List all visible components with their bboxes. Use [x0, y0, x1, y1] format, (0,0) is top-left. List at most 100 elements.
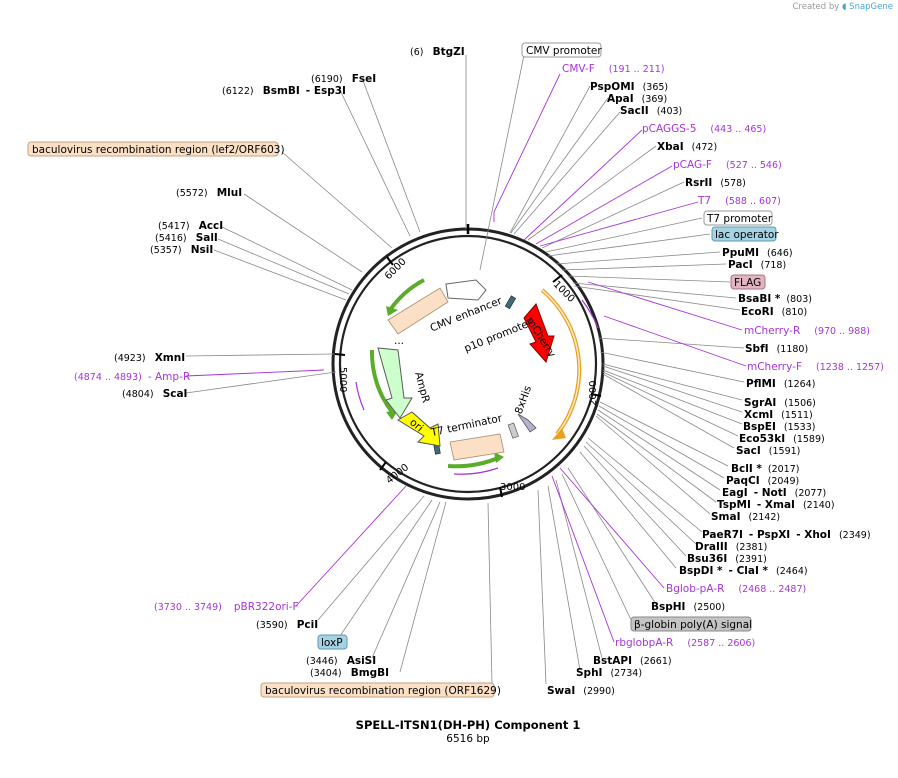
orange-arc-head [552, 428, 566, 440]
enzyme-sphi[interactable]: SphI(2734) [576, 667, 642, 679]
leader-pcii [317, 495, 425, 621]
green-arc-bottom-head [494, 452, 504, 463]
primer-mcherry-r[interactable]: mCherry-R(970 .. 988) [744, 325, 870, 337]
enzyme-nsii[interactable]: (5357) NsiI [150, 238, 213, 257]
enzyme-apai[interactable]: ApaI(369) [607, 93, 667, 105]
leader-lac-operator [547, 233, 711, 257]
enzyme-smai[interactable]: SmaI(2142) [711, 511, 780, 523]
enzyme-bsu36i[interactable]: Bsu36I(2391) [687, 553, 767, 565]
enzyme-rsrii[interactable]: RsrII(578) [685, 177, 746, 189]
enzyme-sali[interactable]: (5416) SalI [155, 226, 218, 245]
leader-baculo-upper [281, 151, 393, 249]
enzyme-mlui[interactable]: (5572) MluI [176, 181, 242, 200]
enzyme-xmni[interactable]: (4923) XmnI [114, 346, 185, 365]
enzyme-saci[interactable]: SacI(1591) [736, 445, 800, 457]
tick-4000 [379, 461, 387, 471]
enzyme-xcmi[interactable]: XcmI(1511) [744, 409, 813, 421]
leader-tspmi [596, 413, 717, 503]
enzyme-ecori[interactable]: EcoRI(810) [741, 306, 807, 318]
box-t7-promoter[interactable]: T7 promoter [703, 210, 773, 226]
leader-sgrai [602, 363, 743, 401]
primer-leader-pcaggs5 [523, 129, 643, 241]
enzyme-bcli[interactable]: BclI *(2017) [731, 463, 799, 475]
box-baculovirus-lef2[interactable]: baculovirus recombination region (lef2/O… [27, 141, 285, 157]
leader-draiii [585, 441, 697, 545]
primer-leader-pbr322 [295, 485, 407, 607]
enzyme-draiii[interactable]: DraIII(2381) [695, 541, 767, 553]
box-loxp[interactable]: loxP [317, 634, 348, 650]
box-baculovirus-orf1629[interactable]: baculovirus recombination region (ORF162… [260, 682, 501, 698]
enzyme-scai[interactable]: (4804) ScaI [122, 382, 187, 401]
plasmid-length: 6516 bp [446, 733, 490, 745]
leader-bspdi [579, 451, 677, 569]
box-flag[interactable]: FLAG [730, 274, 766, 290]
enzyme-paqci[interactable]: PaqCI(2049) [726, 475, 799, 487]
enzyme-bspei[interactable]: BspEI(1533) [743, 421, 815, 433]
primer-cmv-f[interactable]: CMV-F(191 .. 211) [562, 63, 665, 75]
box-t7-promoter-label: T7 promoter [706, 213, 773, 225]
box-lac-operator[interactable]: lac operator [711, 226, 779, 242]
enzyme-pflmi[interactable]: PflMI(1264) [746, 378, 815, 390]
enzyme-sbfi[interactable]: SbfI(1180) [745, 343, 808, 355]
primer-leader-bglob [559, 467, 665, 589]
feature-arcs [355, 278, 599, 475]
primer-pcaggs5[interactable]: pCAGGS-5(443 .. 465) [642, 123, 766, 135]
primer-leader-rbglob [551, 475, 615, 643]
leader-beta-globin [561, 473, 633, 623]
enzyme-paci[interactable]: PacI(718) [728, 259, 786, 271]
leader-pflmi [599, 351, 745, 383]
enzyme-pcii[interactable]: (3590) PciI [256, 613, 318, 632]
enzyme-bsabi[interactable]: BsaBI *(803) [738, 293, 812, 305]
box-cmv-promoter[interactable]: CMV promoter [521, 42, 602, 58]
leader-acci [221, 226, 353, 291]
his-tag-arrow [517, 413, 537, 433]
enzyme-fsei[interactable]: (6190) FseI [311, 67, 376, 86]
primer-rbglobpa-r[interactable]: rbglobpA-R(2587 .. 2606) [615, 637, 755, 649]
box-flag-bg [730, 274, 766, 290]
enzyme-sgrai[interactable]: SgrAI(1506) [744, 397, 816, 409]
primer-arc-amp [355, 381, 365, 411]
enzyme-bsphi[interactable]: BspHI(2500) [651, 601, 725, 613]
enzyme-tspmi[interactable]: TspMI- XmaI(2140) [717, 499, 835, 511]
primer-pbr322ori-f[interactable]: (3730 .. 3749)pBR322ori-F [154, 601, 299, 613]
enzyme-bsmbi[interactable]: (6122) BsmBI- Esp3I [222, 79, 346, 98]
enzyme-eco53ki[interactable]: Eco53kI(1589) [739, 433, 825, 445]
leader-baculo-lower [487, 502, 493, 685]
primer-mcherry-f[interactable]: mCherry-F(1238 .. 1257) [747, 361, 884, 373]
enzyme-eagi[interactable]: EagI- NotI(2077) [722, 487, 826, 499]
primer-bglob-pa-r[interactable]: Bglob-pA-R(2468 .. 2487) [666, 583, 806, 595]
tick-6000 [386, 256, 394, 266]
primer-amp-r[interactable]: (4874 .. 4893)- Amp-R [74, 371, 190, 383]
feature-label-ellipsis: ... [394, 335, 404, 347]
enzyme-sacii[interactable]: SacII(403) [620, 105, 682, 117]
leader-bsphi [567, 467, 657, 605]
enzyme-bstapi[interactable]: BstAPI(2661) [593, 655, 672, 667]
enzyme-bmgbi[interactable]: (3404) BmgBI [310, 661, 389, 680]
leader-mlui [243, 193, 363, 273]
enzyme-swai[interactable]: SwaI(2990) [547, 685, 615, 697]
leader-rsrii [541, 181, 685, 249]
enzyme-xbai[interactable]: XbaI(472) [657, 141, 717, 153]
primer-t7[interactable]: T7(588 .. 607) [697, 195, 781, 207]
enzyme-pspomi[interactable]: PspOMI(365) [590, 81, 668, 93]
primer-leader-cmv-f [493, 73, 561, 222]
enzyme-paer7i[interactable]: PaeR7I- PspXI- XhoI(2349) [702, 529, 871, 541]
leader-smai [595, 415, 711, 515]
box-t7-promoter-bg [703, 210, 773, 226]
baculovirus-segment-upper [387, 287, 449, 335]
box-lac-operator-bg [711, 226, 777, 242]
enzyme-btgzi[interactable]: (6) BtgZI [410, 40, 465, 59]
primer-pcag-f[interactable]: pCAG-F(527 .. 546) [673, 159, 782, 171]
box-beta-globin-polya[interactable]: β-globin poly(A) signal [630, 616, 752, 632]
leader-pspomi [509, 85, 591, 234]
enzyme-ppumi[interactable]: PpuMI(646) [722, 247, 793, 259]
enzyme-bspdi[interactable]: BspDI *- ClaI *(2464) [679, 565, 808, 577]
box-beta-globin-bg [630, 616, 752, 632]
leader-saci [602, 373, 735, 449]
leader-eco53ki [602, 371, 739, 437]
enzyme-labels-left: (6) BtgZI (6190) FseI (6122) BsmBI- Esp3… [114, 40, 465, 680]
enzyme-acci[interactable]: (5417) AccI [158, 214, 223, 233]
enzyme-asisi[interactable]: (3446) AsiSI [306, 649, 376, 668]
